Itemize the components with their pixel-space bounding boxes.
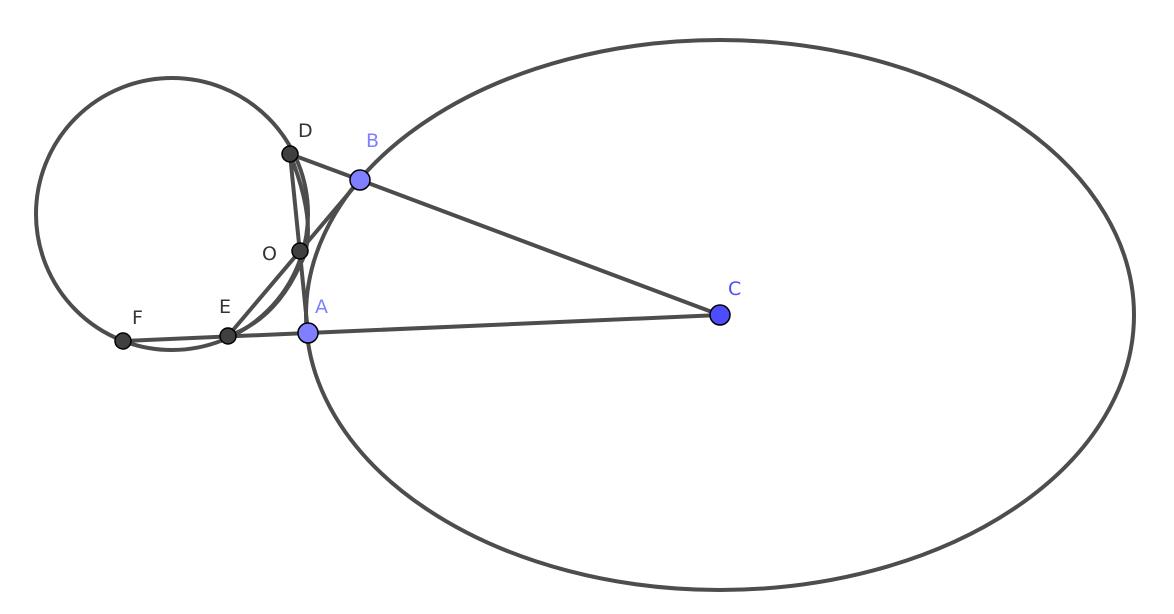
- segment-db: [288, 152, 362, 182]
- segment-eb: [226, 178, 362, 338]
- point-c[interactable]: [709, 304, 731, 326]
- point-f[interactable]: [114, 332, 132, 350]
- label-o: O: [262, 243, 277, 265]
- label-d: D: [298, 120, 313, 142]
- circle-def: [34, 76, 310, 352]
- segment-bc: [358, 178, 722, 317]
- label-b: B: [366, 130, 379, 152]
- point-b[interactable]: [349, 169, 371, 191]
- point-d[interactable]: [281, 145, 299, 163]
- label-e: E: [219, 296, 231, 318]
- point-a[interactable]: [297, 322, 319, 344]
- label-c: C: [728, 278, 741, 300]
- label-a: A: [315, 296, 328, 318]
- segment-ac: [306, 313, 722, 335]
- point-o[interactable]: [291, 242, 309, 260]
- segment-fa: [121, 331, 310, 343]
- label-f: F: [132, 307, 143, 329]
- point-e[interactable]: [219, 327, 237, 345]
